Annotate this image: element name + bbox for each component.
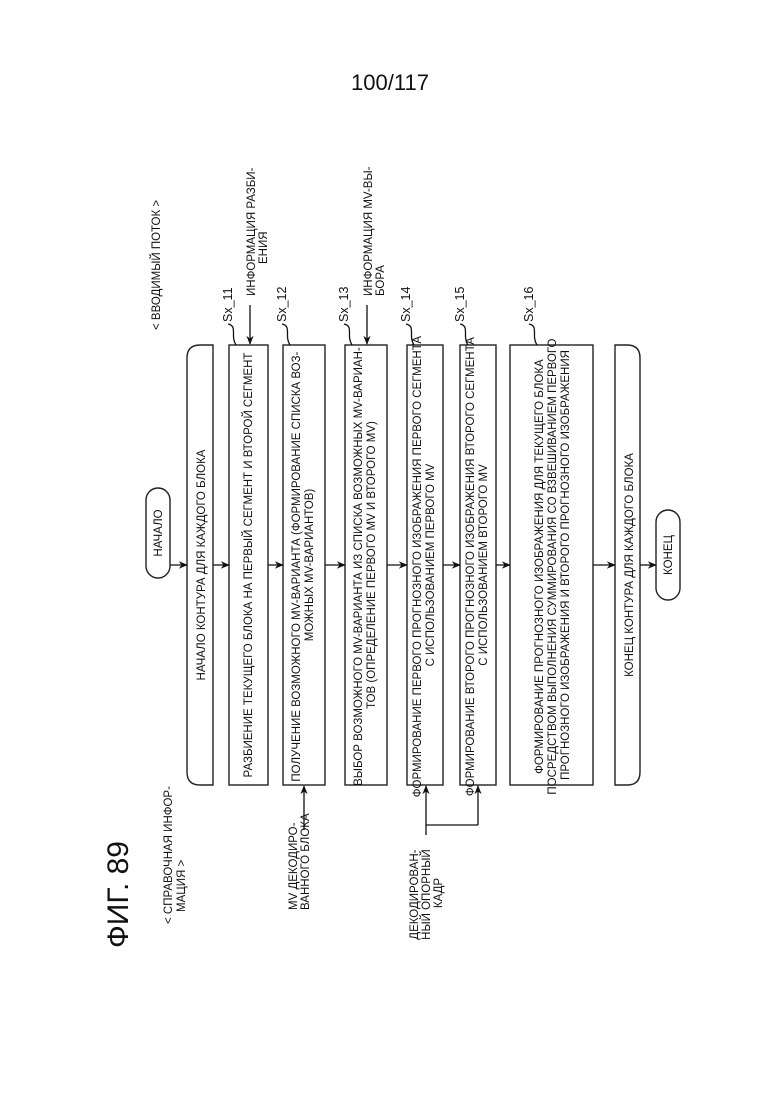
step-text-sx16: ФОРМИРОВАНИЕ ПРОГНОЗНОГО ИЗОБРАЖЕНИЯ ДЛЯ… bbox=[534, 335, 572, 794]
step-text-sx12: ПОЛУЧЕНИЕ ВОЗМОЖНОГО MV-ВАРИАНТА (ФОРМИР… bbox=[291, 348, 316, 781]
figure-title: ФИГ. 89 bbox=[102, 841, 135, 948]
loop-start-label: НАЧАЛО КОНТУРА ДЛЯ КАЖДОГО БЛОКА bbox=[196, 449, 208, 680]
step-id-sx13: Sx_13 bbox=[337, 287, 353, 346]
reference-info-label: < СПРАВОЧНАЯ ИНФОР- МАЦИЯ > bbox=[163, 783, 188, 924]
svg-text:Sx_16: Sx_16 bbox=[522, 287, 536, 322]
decoded-ref-frame-label: ДЕКОДИРОВАН- НЫЙ ОПОРНЫЙ КАДР bbox=[409, 846, 445, 940]
step-box-sx13 bbox=[344, 344, 388, 786]
svg-text:Sx_13: Sx_13 bbox=[337, 287, 351, 322]
svg-text:Sx_11: Sx_11 bbox=[221, 287, 235, 322]
step-id-sx14: Sx_14 bbox=[399, 287, 415, 346]
end-label: КОНЕЦ bbox=[663, 535, 675, 575]
input-stream-label: < ВВОДИМЫЙ ПОТОК > bbox=[150, 200, 163, 330]
mv-selection-info-label: ИНФОРМАЦИЯ MV-ВЫ- БОРА bbox=[363, 163, 387, 296]
step-text-sx15: ФОРМИРОВАНИЕ ВТОРОГО ПРОГНОЗНОГО ИЗОБРАЖ… bbox=[465, 334, 490, 796]
step-box-sx11 bbox=[228, 344, 269, 786]
step-box-sx15 bbox=[459, 344, 497, 786]
step-id-sx15: Sx_15 bbox=[453, 287, 469, 346]
start-label: НАЧАЛО bbox=[153, 509, 165, 556]
partition-info-label: ИНФОРМАЦИЯ РАЗБИ- ЕНИЯ bbox=[246, 164, 270, 296]
step-text-sx11: РАЗБИЕНИЕ ТЕКУЩЕГО БЛОКА НА ПЕРВЫЙ СЕГМЕ… bbox=[242, 353, 255, 778]
decoded-block-mv-label: MV ДЕКОДИРО- ВАННОГО БЛОКА bbox=[288, 813, 312, 910]
step-text-sx14: ФОРМИРОВАНИЕ ПЕРВОГО ПРОГНОЗНОГО ИЗОБРАЖ… bbox=[412, 333, 437, 798]
start-terminal bbox=[145, 487, 171, 579]
end-terminal bbox=[655, 509, 681, 601]
svg-text:Sx_14: Sx_14 bbox=[399, 287, 413, 322]
svg-text:Sx_15: Sx_15 bbox=[453, 287, 467, 322]
loop-end-label: КОНЕЦ КОНТУРА ДЛЯ КАЖДОГО БЛОКА bbox=[624, 453, 636, 677]
svg-text:Sx_12: Sx_12 bbox=[275, 287, 289, 322]
step-text-sx13: ВЫБОР ВОЗМОЖНОГО MV-ВАРИАНТА ИЗ СПИСКА В… bbox=[353, 344, 378, 786]
step-id-sx16: Sx_16 bbox=[522, 287, 538, 346]
page-number: 100/117 bbox=[351, 70, 429, 95]
step-id-sx12: Sx_12 bbox=[275, 287, 291, 346]
loop-end-box bbox=[614, 344, 641, 786]
loop-start-box bbox=[186, 344, 214, 786]
decoded-ref-frame-connector bbox=[425, 824, 478, 835]
step-id-sx11: Sx_11 bbox=[221, 287, 237, 346]
